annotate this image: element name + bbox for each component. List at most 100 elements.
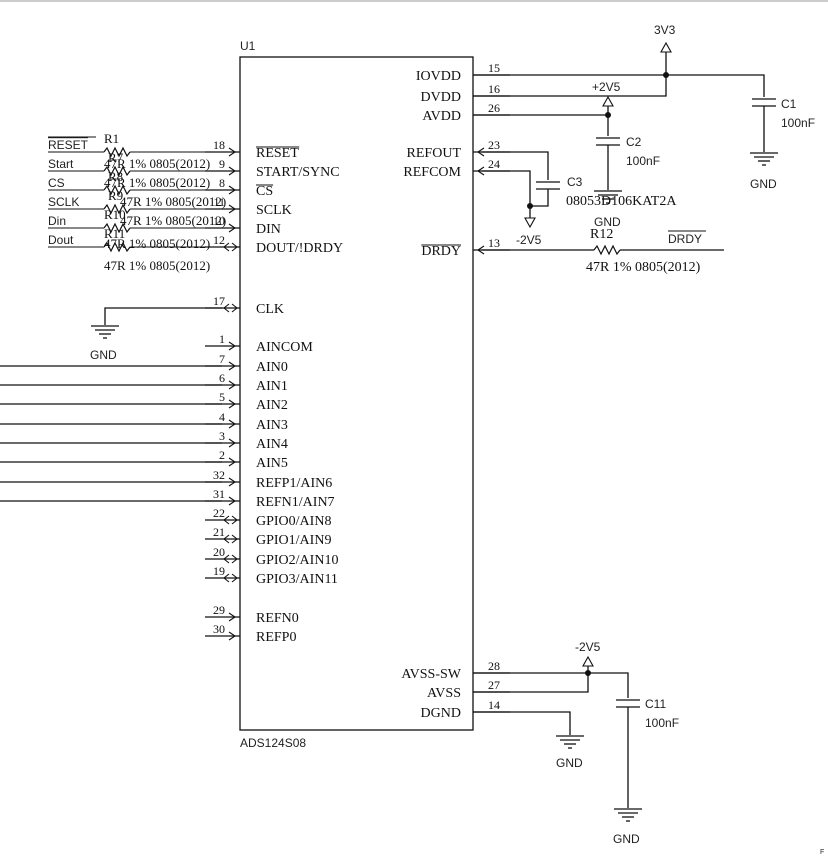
chip-refdes: U1 <box>240 39 256 53</box>
pin-number: 19 <box>213 564 225 578</box>
r8-ref: R8 <box>108 169 123 184</box>
r10-ref: R10 <box>104 207 126 222</box>
net-label-din: Din <box>48 214 66 228</box>
pin-name: AINCOM <box>256 340 313 355</box>
net-label-plus-2v5: +2V5 <box>592 80 621 94</box>
clk-ground-connection <box>90 307 222 339</box>
pin-number: 14 <box>488 698 500 712</box>
c2-ref: C2 <box>626 135 642 149</box>
pin-name: REFCOM <box>403 165 461 180</box>
pin-name: AIN5 <box>256 456 288 471</box>
dgnd-gnd-label: GND <box>556 756 583 770</box>
pin-name: DOUT/!DRDY <box>256 241 343 256</box>
pin-name: GPIO3/AIN11 <box>256 572 338 587</box>
pin-number: 22 <box>213 506 225 520</box>
net-label-sclk: SCLK <box>48 195 79 209</box>
pin-number: 9 <box>219 157 225 171</box>
net-label-3v3: 3V3 <box>654 23 676 37</box>
pin-number: 29 <box>213 603 225 617</box>
c3-ref: C3 <box>567 175 583 189</box>
pin-number: 21 <box>213 525 225 539</box>
r9-ref: R9 <box>108 188 123 203</box>
net-label-minus-2v5-avss: -2V5 <box>575 640 601 654</box>
pin-name: CLK <box>256 302 284 317</box>
pin-number: 6 <box>219 371 225 385</box>
pin-name: REFN1/AIN7 <box>256 495 335 510</box>
pin-name: GPIO0/AIN8 <box>256 514 331 529</box>
pin-number: 23 <box>488 138 500 152</box>
pin-number: 10 <box>213 214 225 228</box>
corner-mark: F <box>820 849 824 856</box>
pin-name: AVSS-SW <box>401 667 461 682</box>
pin-name: RESET <box>256 146 299 161</box>
pin-name: AIN0 <box>256 360 288 375</box>
chip-part-number: ADS124S08 <box>240 736 306 750</box>
c2-gnd-label: GND <box>594 215 621 229</box>
pin-name: GPIO1/AIN9 <box>256 533 331 548</box>
r11-value: 47R 1% 0805(2012) <box>104 258 210 273</box>
pin-number: 20 <box>213 545 225 559</box>
analog-input-lines <box>0 365 222 502</box>
r9-value: 47R 1% 0805(2012) <box>120 213 226 228</box>
pin-number: 13 <box>488 236 500 250</box>
pin-name: AIN1 <box>256 379 288 394</box>
pin-name: AIN3 <box>256 418 288 433</box>
net-label-start: Start <box>48 157 74 171</box>
pin-name: START/SYNC <box>256 165 340 180</box>
c1-gnd-label: GND <box>750 177 777 191</box>
digital-signal-lines <box>48 147 222 252</box>
pin-name: AIN4 <box>256 437 288 452</box>
pin-number: 27 <box>488 678 500 692</box>
pin-name: DIN <box>256 222 281 237</box>
pin-name: AVSS <box>427 686 461 701</box>
pin-name: SCLK <box>256 203 292 218</box>
power-rail-avdd <box>473 95 623 204</box>
pin-name: IOVDD <box>416 69 461 84</box>
r8-value: 47R 1% 0805(2012) <box>120 194 226 209</box>
r11-ref: R11 <box>104 226 125 241</box>
pin-name: AIN2 <box>256 398 288 413</box>
pin-name: REFN0 <box>256 611 299 626</box>
r12-value: 47R 1% 0805(2012) <box>586 260 701 275</box>
net-label-reset: RESET <box>48 138 89 152</box>
r10-value: 47R 1% 0805(2012) <box>104 236 210 251</box>
power-rail-3v3 <box>473 41 779 166</box>
reference-network <box>482 151 560 229</box>
pin-name: REFOUT <box>407 146 462 161</box>
c1-value: 100nF <box>781 116 815 130</box>
net-label-drdy: DRDY <box>668 232 702 246</box>
pin-number: 17 <box>213 294 225 308</box>
pin-number: 8 <box>219 176 225 190</box>
pin-name: DVDD <box>421 90 461 105</box>
net-label-minus-2v5-ref: -2V5 <box>516 233 542 247</box>
pin-number: 1 <box>219 332 225 346</box>
pin-number: 16 <box>488 82 500 96</box>
pin-name: AVDD <box>422 109 461 124</box>
pin-number: 26 <box>488 101 500 115</box>
pin-name: GPIO2/AIN10 <box>256 553 338 568</box>
pin-number: 7 <box>219 352 225 366</box>
r12-ref: R12 <box>590 227 613 242</box>
pin-number: 2 <box>219 448 225 462</box>
chip-body <box>239 56 474 731</box>
pin-name: DGND <box>421 706 461 721</box>
c11-gnd-label: GND <box>613 832 640 846</box>
pin-number: 12 <box>213 233 225 247</box>
pin-name: CS <box>256 184 273 199</box>
pin-number: 18 <box>213 138 225 152</box>
pin-name: DRDY <box>421 244 461 259</box>
clk-gnd-label: GND <box>90 348 117 362</box>
pin-number: 5 <box>219 390 225 404</box>
